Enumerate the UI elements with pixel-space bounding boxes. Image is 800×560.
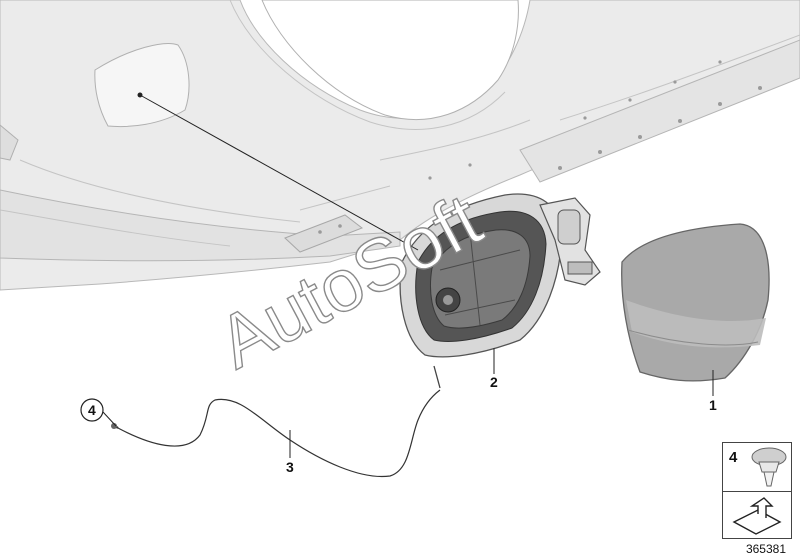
leader-dot [137, 92, 143, 98]
leader-callout-4 [102, 411, 117, 427]
body-side-panel [0, 0, 800, 291]
push-clip-icon [751, 447, 787, 487]
leader-lines [102, 94, 714, 458]
legend-clip-box: 4 [722, 442, 792, 492]
legend-arrow-box [722, 491, 792, 539]
reference-number: 365381 [745, 542, 786, 556]
body-panel-contours [0, 0, 800, 247]
fuel-filler-flap [621, 223, 770, 382]
release-cable [111, 389, 441, 478]
legend-clip-number: 4 [729, 449, 738, 466]
arrow-bent-icon [732, 497, 782, 535]
callout-1: 1 [709, 397, 717, 413]
callout-4-circled: 4 [80, 398, 104, 422]
callout-4: 4 [88, 402, 96, 418]
callout-2: 2 [490, 374, 498, 390]
leader-panel-to-housing [139, 94, 419, 251]
body-panel-holes [318, 60, 762, 234]
fuel-filler-housing [399, 193, 601, 389]
cable-end-fitting [111, 423, 117, 429]
callout-3: 3 [286, 459, 294, 475]
